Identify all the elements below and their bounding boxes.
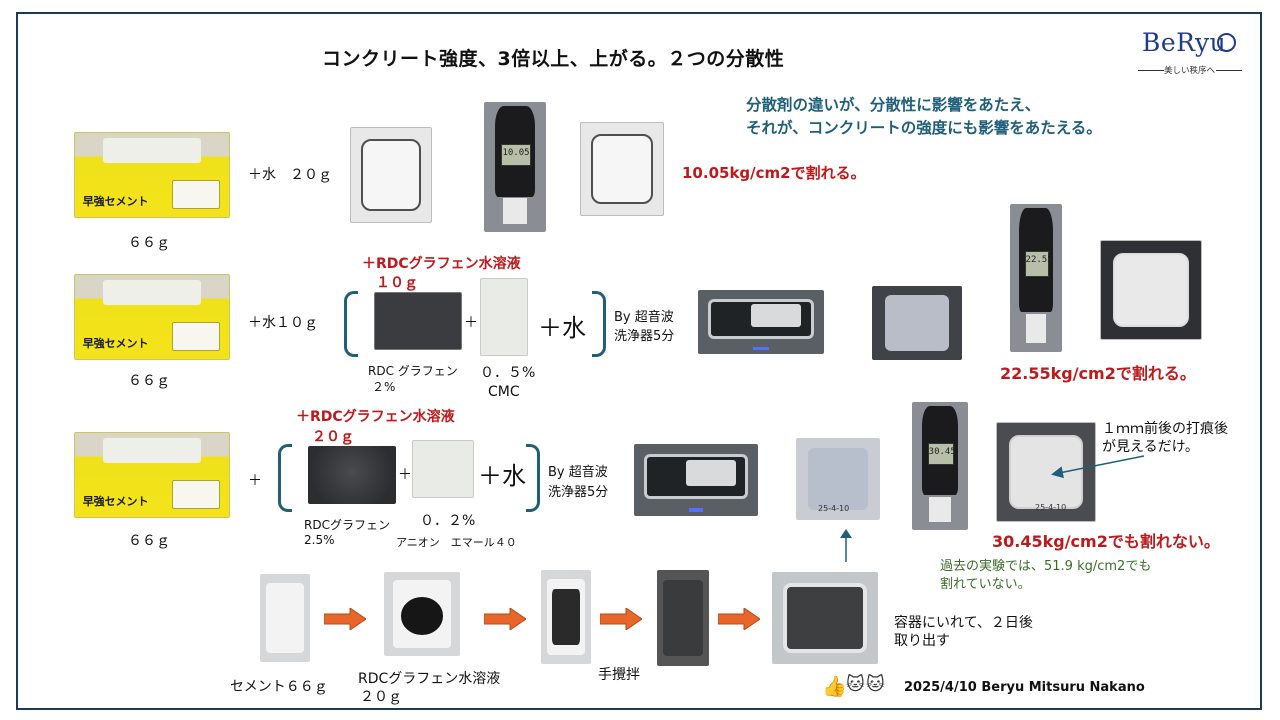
row2-tile-broken-photo [1100,240,1202,340]
past-experiment-note: 過去の実験では、51.9 kg/cm2でも 割れていない。 [940,558,1151,594]
row2-wash: 洗浄器5分 [614,329,675,344]
bag-label: 早強セメント [82,195,149,209]
mark-note-line-2: が見えるだけ。 [1102,439,1199,455]
process-container-photo [772,572,878,664]
note-line-1: 分散剤の違いが、分散性に影響をあたえ、 [746,96,1041,114]
row2-rdc-label: RDC グラフェン [368,364,458,378]
row3-plus: ＋ [398,467,412,483]
cement-bag-photo-1: 早強セメント [74,132,230,218]
note-line-2: それが、コンクリートの強度にも影響をあたえる。 [746,119,1102,137]
row2-bracket-left [344,291,358,357]
process-container-label-2: 取り出す [894,633,950,649]
row2-result: 22.55kg/cm2で割れる。 [1000,364,1196,383]
cement-bag-photo-2: 早強セメント [74,274,230,360]
row1-gauge-display: 10.05 [501,143,531,167]
footer-credit: 2025/4/10 Beryu Mitsuru Nakano [904,680,1145,695]
row3-rdc-amount: ２０ｇ [312,429,354,445]
row3-ultrasonic-photo [634,444,758,516]
row3-by: By 超音波 [548,465,608,480]
process-arrow-3 [600,608,642,630]
row3-graphene-photo [308,446,396,504]
row2-cement-amount: ６６ｇ [128,373,170,389]
cat-figure-icon: 🐱 [846,674,865,695]
row2-by: By 超音波 [614,310,674,325]
row2-gauge-photo: 22.55 [1010,204,1062,352]
row3-tile-photo: 25-4-10 [796,438,880,520]
row2-cmc-photo [480,278,528,356]
cat-figure-icon-2: 🐱 [866,674,885,695]
row3-gauge-display: 30.45 [927,442,956,466]
row2-ultrasonic-photo [698,290,824,354]
process-up-arrow [840,529,852,562]
row2-graphene-photo [374,292,462,350]
process-arrow-2 [484,608,526,630]
row3-tile-unbroken-photo: 25-4-10 [996,422,1096,522]
row2-rdc-title: ＋RDCグラフェン水溶液 [362,256,521,272]
row3-tile-mark: 25-4-10 [818,504,850,513]
process-solution-photo [384,572,460,656]
row2-water-big: ＋水 [538,314,586,342]
row1-tile-before-photo [350,127,432,223]
row3-bracket-left [278,444,292,512]
row2-tile-photo [872,286,962,360]
row2-add-name: CMC [488,384,520,400]
process-container-label-1: 容器にいれて、２日後 [894,615,1033,631]
row1-result: 10.05kg/cm2で割れる。 [682,164,866,182]
row3-gauge-photo: 30.45 [912,402,968,530]
row3-rdc-title: ＋RDCグラフェン水溶液 [296,409,455,425]
logo-brand: BeRyu [1142,28,1227,57]
row2-rdc-pct: ２% [372,380,396,394]
process-arrow-4 [718,608,760,630]
logo-tagline: 美しい秩序へ [1163,66,1215,76]
row3-cement-amount: ６６ｇ [128,533,170,549]
row2-rdc-amount: １０ｇ [376,275,418,291]
process-arrow-1 [324,608,366,630]
row2-bracket-right [592,291,606,357]
row3-plus-lead: ＋ [248,473,262,489]
row1-water: ＋水 ２０ｇ [248,167,332,183]
row3-tile2-mark: 25-4-10 [1035,503,1067,512]
row2-add-pct: ０．５% [480,365,536,381]
process-stir-photo [657,570,709,666]
process-solution-label-2: ２０ｇ [360,689,402,705]
row2-plus: ＋ [464,315,478,331]
beryu-logo: BeRyu 美しい秩序へ [1132,26,1247,78]
process-cement-label: セメント６６ｇ [230,679,328,695]
past-line-1: 過去の実験では、51.9 kg/cm2でも [940,559,1152,574]
mark-note-line-1: １ｍｍ前後の打痕後 [1102,421,1228,437]
process-cement-photo [260,574,310,662]
process-stir-label: 手攪拌 [598,667,640,683]
row3-anion-photo [412,440,474,498]
row2-gauge-display: 22.55 [1024,251,1053,278]
row1-tile-broken-photo [580,122,664,216]
logo-ring-icon [1217,33,1236,52]
row3-add-name: アニオン エマール４０ [396,536,517,549]
past-line-2: 割れていない。 [940,577,1031,592]
logo-line-right [1216,70,1242,71]
row3-wash: 洗浄器5分 [548,485,609,500]
logo-line-left [1138,70,1164,71]
row1-cement-amount: ６６ｇ [128,235,170,251]
bag-label-3: 早強セメント [82,495,149,509]
process-mix-photo [541,570,591,664]
page-title: コンクリート強度、3倍以上、上がる。２つの分散性 [322,48,785,70]
row1-gauge-photo: 10.05 [484,102,546,232]
row3-add-pct: ０．２% [420,513,476,529]
process-solution-label-1: RDCグラフェン水溶液 [358,671,501,687]
slide-frame [16,12,1262,710]
thumbs-up-icon: 👍 [822,674,847,698]
row3-result: 30.45kg/cm2でも割れない。 [992,532,1220,551]
mark-pointer-arrow [1051,455,1145,479]
row2-water: ＋水１０ｇ [248,315,318,331]
row3-bracket-right [526,444,540,512]
dispersion-note: 分散剤の違いが、分散性に影響をあたえ、 それが、コンクリートの強度にも影響をあた… [746,94,1102,140]
cement-bag-photo-3: 早強セメント [74,432,230,518]
row3-water-big: ＋水 [478,462,526,490]
row3-rdc-label: RDCグラフェン [304,518,390,532]
row3-rdc-pct: 2.5% [304,533,335,547]
bag-label-2: 早強セメント [82,337,149,351]
